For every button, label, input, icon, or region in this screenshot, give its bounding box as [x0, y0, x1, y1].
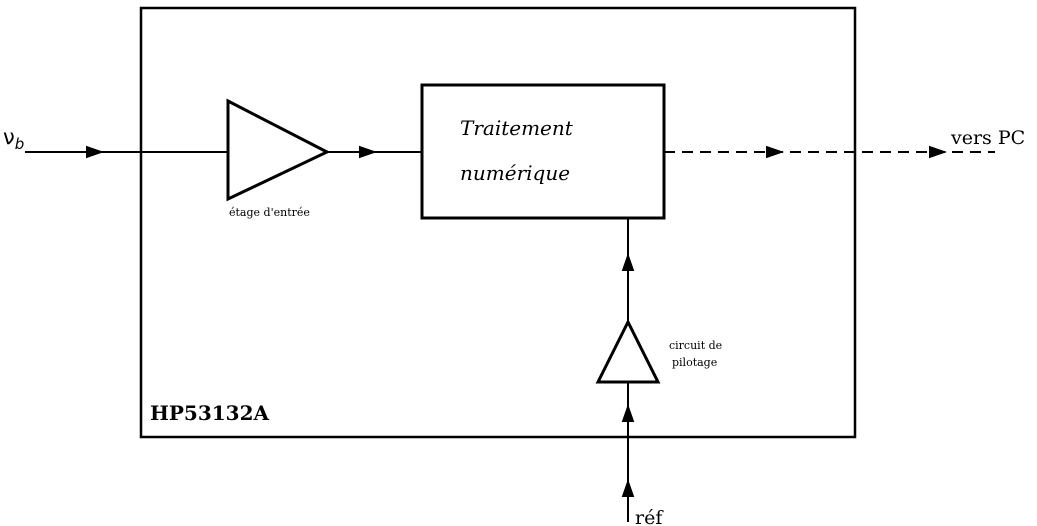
driver-amplifier-triangle	[595, 318, 661, 384]
output-label: vers PC	[950, 127, 1025, 149]
reference-label: réf	[635, 507, 664, 526]
processing-block	[420, 83, 666, 220]
driver-label-line2: pilotage	[672, 356, 717, 369]
instrument-label: HP53132A	[150, 401, 270, 425]
instrument-box	[139, 6, 857, 439]
input-amplifier-triangle	[226, 98, 331, 202]
driver-label-line1: circuit de	[669, 339, 722, 352]
input-label: νb	[3, 125, 24, 153]
processing-title-line2: numérique	[460, 161, 570, 185]
input-subscript: b	[15, 135, 25, 153]
processing-title-line1: Traitement	[460, 116, 574, 140]
input-stage-label: étage d'entrée	[229, 206, 310, 219]
